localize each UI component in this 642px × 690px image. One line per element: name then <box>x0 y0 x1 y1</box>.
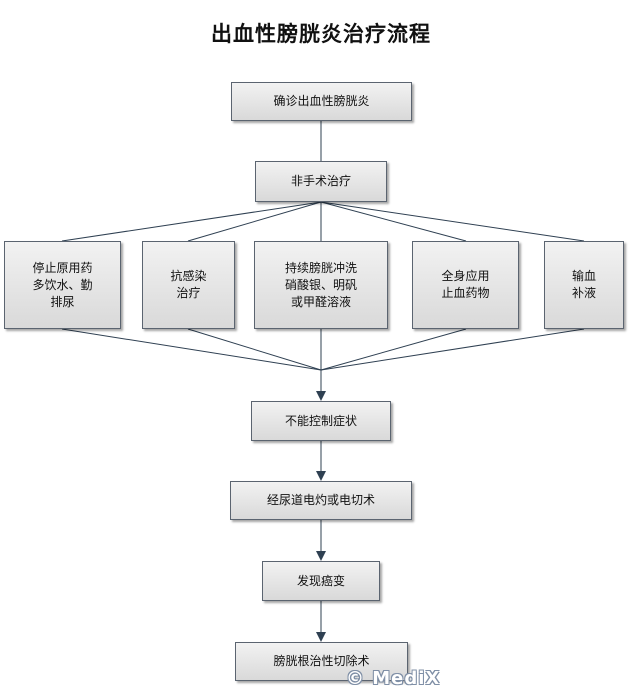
diagram-title: 出血性膀胱炎治疗流程 <box>211 22 431 46</box>
connector-fan-in-4 <box>320 328 467 371</box>
connector-fan-out-5 <box>320 201 585 242</box>
connector-fan-out-4 <box>320 201 467 242</box>
connector-fan-in-1 <box>61 328 322 371</box>
connector-fan-in-5 <box>320 328 585 371</box>
node-cystectomy: 膀胱根治性切除术 <box>235 642 408 681</box>
node-transfusion: 输血 补液 <box>544 241 624 329</box>
node-cancer-found: 发现癌变 <box>262 561 380 601</box>
node-non-surgical: 非手术治疗 <box>255 161 387 202</box>
node-irrigation: 持续膀胱冲洗 硝酸银、明矾 或甲醛溶液 <box>254 241 388 329</box>
node-anti-infection: 抗感染 治疗 <box>142 241 235 329</box>
node-stop-drugs: 停止原用药 多饮水、勤 排尿 <box>4 241 121 329</box>
node-electrocautery: 经尿道电灼或电切术 <box>230 481 412 520</box>
node-diagnose: 确诊出血性膀胱炎 <box>231 82 412 121</box>
connector-fan-out-1 <box>61 201 322 242</box>
medix-watermark: © MediX <box>346 668 441 689</box>
node-hemostatic: 全身应用 止血药物 <box>412 241 519 329</box>
node-uncontrolled: 不能控制症状 <box>251 401 391 441</box>
connector-fan-out-2 <box>187 201 322 242</box>
connector-fan-in-2 <box>187 328 322 371</box>
